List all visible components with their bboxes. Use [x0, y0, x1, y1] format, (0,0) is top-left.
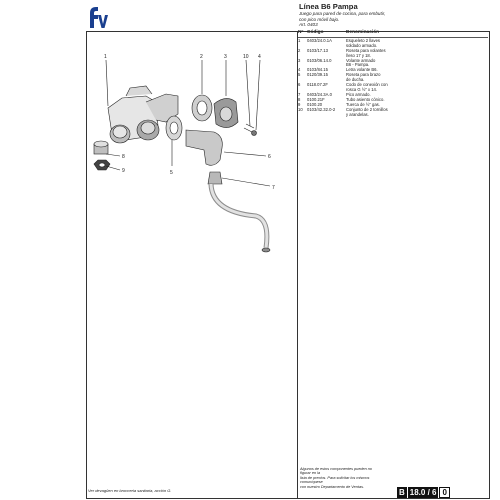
table-row: 6 0118.07.2F Codo de conexión con — [298, 82, 488, 88]
callout-6: 6 — [268, 154, 271, 160]
bottom-rule — [86, 498, 490, 499]
header-code: Código — [307, 30, 324, 35]
subtitle-line: Art. 0403 — [299, 22, 318, 28]
part-code: 0120/39.15 — [307, 72, 328, 78]
part-code: 0403/24.0.1A — [307, 37, 332, 43]
table-row: 8 0100.21F Tubo asiento cónico. — [298, 96, 488, 103]
exploded-drawing: 1 2 3 10 4 8 9 5 6 7 — [93, 54, 275, 253]
part-number — [298, 113, 307, 118]
table-row: l/eso 17 y 18. — [298, 52, 488, 59]
table-row: 10 0103/42.32.0-2 Conjunto de 2 tornillos — [298, 106, 488, 113]
product-title: Línea B6 Pampa — [299, 2, 358, 11]
left-rule — [86, 31, 87, 499]
table-row: 2 0103/17.13 Roseta para volantes — [298, 47, 488, 54]
table-row: soldado armado. — [298, 42, 488, 49]
sheet-revision: 0 — [439, 487, 450, 498]
callout-4: 4 — [258, 54, 261, 60]
part-number: 3 — [298, 57, 301, 63]
part-number: 8 — [298, 96, 301, 102]
part-code — [307, 113, 346, 118]
center-rule — [297, 31, 298, 499]
sheet-section: 18.0 / 6 — [407, 487, 439, 498]
sheet-letter: B — [397, 487, 407, 498]
callout-7: 7 — [272, 185, 275, 191]
part-number: 2 — [298, 47, 301, 53]
availability-note: Algunos de estos componentes pueden no f… — [300, 467, 372, 489]
part-description: Roseta para brazo — [346, 72, 381, 78]
part-number: 1 — [298, 37, 301, 43]
table-row: 9 0100.20 Tuerca de ½" gas. — [298, 101, 488, 108]
sheet-badge: B 18.0 / 6 0 — [397, 487, 450, 498]
table-row: 7 0403/24.3A.0 Pico armado. — [298, 91, 488, 98]
part-description: Esqueleto 2 llaves — [346, 37, 380, 43]
part-number: 7 — [298, 91, 301, 97]
header-desc: Denominación — [346, 30, 380, 35]
part-description: Pico armado. — [346, 91, 371, 97]
part-number: 9 — [298, 101, 301, 107]
table-row: 3 0103/06.14.0 Volante armado — [298, 57, 488, 64]
part-number: 6 — [298, 82, 301, 88]
part-description: Volante armado — [346, 57, 376, 63]
part-number: 5 — [298, 72, 301, 78]
callout-1: 1 — [104, 54, 107, 60]
part-code: 0100.21F — [307, 96, 325, 102]
parts-table-header: N° Código Denominación — [298, 30, 488, 38]
part-description: Tuerca de ½" gas. — [346, 101, 380, 107]
part-code: 0103/17.13 — [307, 47, 328, 53]
part-description: de ducha. — [346, 77, 365, 83]
fv-logo — [90, 7, 108, 28]
part-code: 0118.07.2F — [307, 82, 328, 88]
table-row: y arandelas. — [298, 111, 488, 118]
top-rule — [86, 31, 490, 32]
part-description: Conjunto de 2 tornillos — [346, 106, 388, 112]
callout-10: 10 — [243, 54, 249, 60]
part-description: rosca G ½" x 14. — [346, 86, 378, 92]
part-number: 4 — [298, 67, 301, 73]
right-rule — [489, 31, 490, 499]
title-block: Línea B6 Pampa Juego para pared de cocin… — [299, 2, 489, 28]
part-code: 0103/42.32.0-2 — [307, 106, 336, 112]
part-description: Letra volante B6. — [346, 67, 378, 73]
subtitle-line: Juego para pared de cocina, para embutir… — [299, 11, 386, 16]
part-description: l/eso 17 y 18. — [346, 52, 371, 58]
parts-table: N° Código Denominación 1 0403/24.0.1A Esqu… — [298, 30, 488, 118]
note-line: Algunos de estos componentes pueden no f… — [300, 467, 372, 476]
callout-8: 8 — [122, 154, 125, 160]
callout-3: 3 — [224, 54, 227, 60]
part-description: soldado armado. — [346, 42, 378, 48]
part-number: 10 — [298, 106, 303, 112]
subtitle-line: con pico móvil bajo. — [299, 16, 340, 22]
footnote: Ver devagüen en bronceria sanitaria, acc… — [88, 488, 172, 493]
callout-5: 5 — [170, 170, 173, 176]
table-row: 5 0120/39.15 Roseta para brazo — [298, 72, 488, 78]
part-description: Codo de conexión con — [346, 82, 388, 88]
callout-2: 2 — [200, 54, 203, 60]
part-description: Roseta para volantes — [346, 47, 386, 53]
part-description: y arandelas. — [346, 111, 369, 117]
note-line: con nuestro Departamento de Ventas. — [300, 484, 365, 489]
header-num: N° — [298, 30, 304, 35]
table-row: rosca G ½" x 14. — [298, 86, 488, 93]
table-row: B6 - Pampa. — [298, 63, 488, 68]
table-row: de ducha. — [298, 77, 488, 83]
table-row: 1 0403/24.0.1A Esqueleto 2 llaves — [298, 37, 488, 44]
part-code: 0103/06.14.0 — [307, 57, 332, 63]
part-code: 0100.20 — [307, 101, 323, 107]
part-description: Tubo asiento cónico. — [346, 96, 385, 102]
note-line: lista de precios. Para solicitar los mis… — [300, 475, 370, 485]
part-description: B6 - Pampa. — [346, 62, 370, 68]
part-code: 0103/84.15 — [307, 67, 328, 73]
table-row: 4 0103/84.15 Letra volante B6. — [298, 67, 488, 73]
part-code: 0403/24.3A.0 — [307, 91, 332, 97]
callout-9: 9 — [122, 168, 125, 174]
callout-labels: 1 2 3 10 4 8 9 5 6 7 — [104, 54, 275, 191]
